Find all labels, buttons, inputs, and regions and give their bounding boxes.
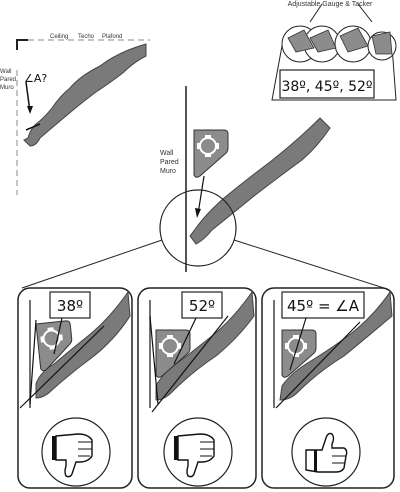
panel-2-angle-label: 52º	[189, 297, 215, 315]
magnify-circle	[159, 189, 237, 267]
corner-bracket	[16, 39, 28, 50]
top-left-molding	[23, 43, 147, 147]
panel-3	[261, 287, 395, 489]
wall-label-en-small: Wall	[0, 69, 11, 75]
wall-label-en: Wall	[160, 150, 174, 157]
angle-pointer-2	[25, 123, 41, 131]
panel-1-angle-label: 38º	[57, 297, 83, 315]
angles-box	[279, 69, 375, 99]
magnify-line-right	[233, 239, 385, 289]
wall-label-es-small: Pared	[0, 77, 16, 83]
caption-arrow-left	[309, 3, 323, 23]
angle-gauge-icon	[193, 129, 229, 179]
wall-label-fr-small: Muro	[0, 85, 14, 91]
panel-1-angle-box	[49, 291, 91, 319]
panel-3-angle-box	[281, 291, 365, 319]
angles-box-text: 38º, 45º, 52º	[281, 79, 372, 95]
hand-thumbs-down-icon	[52, 433, 93, 478]
wall-label-fr: Muro	[160, 168, 176, 175]
top-left-illustration	[16, 39, 150, 195]
panel-2	[137, 287, 257, 489]
panel-3-angle-label: 45º = ∠A	[287, 297, 360, 315]
center-illustration	[21, 86, 385, 289]
top-right-illustration	[271, 25, 397, 101]
center-molding	[189, 117, 331, 245]
caption-arrow-right	[357, 3, 373, 23]
hand-thumbs-up-icon	[305, 432, 348, 473]
panel-1	[17, 287, 133, 489]
ceiling-label-en: Ceiling	[50, 34, 68, 40]
panel-2-angle-box	[181, 291, 223, 319]
top-caption: Adjustable Gauge & Tacker	[288, 1, 373, 8]
magnify-line-left	[21, 239, 163, 289]
hand-thumbs-down-icon	[174, 433, 215, 478]
ceiling-label-fr: Plafond	[102, 34, 122, 40]
wall-label-es: Pared	[160, 159, 179, 166]
ceiling-label-es: Techo	[78, 34, 95, 40]
angle-question-label: ∠A?	[24, 72, 47, 85]
